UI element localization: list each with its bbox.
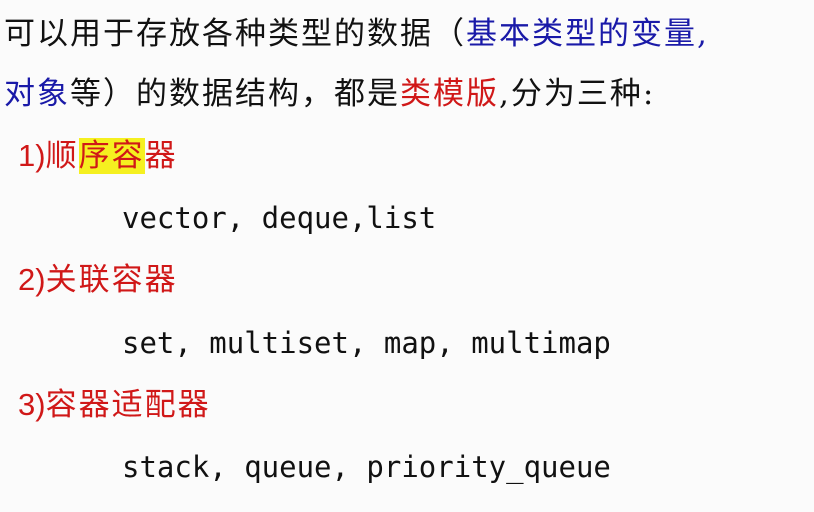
item-label: 容器适配器 [45, 387, 211, 423]
intro-blue-text: 基本类型的变量, [466, 16, 709, 52]
item-number: 1) [18, 138, 46, 173]
intro-blue-text: 对象 [4, 76, 70, 112]
item-container-adapters: 3)容器适配器 [18, 385, 211, 425]
item-label: 器 [144, 138, 178, 174]
intro-text: ,分为三种: [499, 76, 656, 112]
item-number: 2) [18, 262, 46, 297]
item-label: 顺 [45, 138, 79, 174]
intro-line-1: 可以用于存放各种类型的数据（基本类型的变量, [4, 14, 709, 54]
intro-text: 等）的数据结构，都是 [70, 76, 400, 112]
class-template-term: 类模版 [400, 76, 499, 112]
highlighted-text: 序容 [78, 138, 145, 174]
sequence-examples: vector, deque,list [122, 201, 437, 235]
intro-line-2: 对象等）的数据结构，都是类模版,分为三种: [4, 74, 655, 114]
intro-text: 可以用于存放各种类型的数据（ [4, 16, 466, 52]
item-sequence-containers: 1)顺序容器 [18, 136, 178, 176]
item-label: 关联容器 [45, 262, 178, 298]
adapter-examples: stack, queue, priority_queue [122, 450, 611, 484]
item-number: 3) [18, 387, 46, 422]
associative-examples: set, multiset, map, multimap [122, 326, 611, 360]
item-associative-containers: 2)关联容器 [18, 260, 178, 300]
